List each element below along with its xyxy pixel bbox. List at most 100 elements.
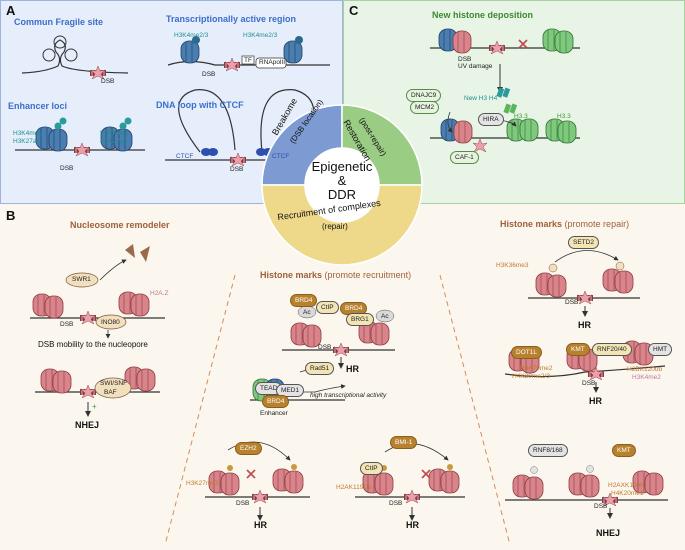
kmt-pill: KMT <box>566 343 590 356</box>
panel-c-label: C <box>349 3 359 18</box>
hr-label-setd2: HR <box>578 320 591 330</box>
ctcf-label-right: CTCF <box>272 153 290 160</box>
recruitment-bmi1-drawing <box>355 443 465 521</box>
remodeler-swisnf-drawing <box>35 366 160 417</box>
ctip-pill-bmi1: CtIP <box>360 462 383 475</box>
rnf8168-pill: RNF8/168 <box>528 444 568 457</box>
mcm2-pill: MCM2 <box>410 101 440 114</box>
mark-h3k4me23-left: H3K4me2/3 <box>174 32 209 39</box>
tf-label: TF <box>244 57 252 64</box>
h3k36me3-label: H3K36me3 <box>496 262 529 269</box>
center-title-line2: & <box>337 173 347 188</box>
remodeler-ino80-drawing <box>30 244 165 339</box>
dna-loop-title: DNA loop with CTCF <box>156 100 244 110</box>
dna-loop-drawing <box>165 89 340 167</box>
dsb-label-ezh2: DSB <box>236 500 250 507</box>
mark-h3k4me23-right: H3K4me2/3 <box>243 32 278 39</box>
hr-label-brd4: HR <box>346 364 359 374</box>
ac-label-right: Ac <box>381 313 389 320</box>
bmi1-pill: BMI-1 <box>390 436 418 449</box>
recruitment-ezh2-drawing <box>205 441 310 521</box>
dsb-label-brd4: DSB <box>318 344 332 351</box>
tead-pill: TEAD <box>255 382 283 395</box>
enhancer-loci-drawing <box>15 117 145 157</box>
h2az-label: H2A.Z <box>150 290 169 297</box>
med1-pill: MED1 <box>276 384 305 397</box>
recruit-title: Histone marks (promote recruitment) <box>260 270 411 280</box>
h3k79me2-label: H3K79me2 <box>520 365 553 372</box>
repair-title-main: Histone marks <box>500 219 563 229</box>
plus-sign-swisnf: + <box>92 402 97 411</box>
new-h3h4-label: New H3 H4 <box>464 95 498 102</box>
mark-h3k27ac-left: H3K27ac <box>13 138 40 145</box>
rnf2040-pill: RNF20/40 <box>592 343 632 356</box>
dsb-label-setd2: DSB <box>565 299 579 306</box>
setd2-pill: SETD2 <box>568 236 599 249</box>
hr-label-bmi1: HR <box>406 520 419 530</box>
center-ring <box>261 104 423 266</box>
hira-pill: HIRA <box>478 113 504 126</box>
mark-h3k4me1-right: H3K4me1 <box>100 130 129 137</box>
repair-title-sub: (promote repair) <box>564 219 630 229</box>
dsb-label-c: DSB <box>458 56 472 63</box>
panel-b-label: B <box>6 208 16 223</box>
dsb-label-loop: DSB <box>230 166 244 173</box>
h4k20me1-label: H4K20me1 <box>611 490 644 497</box>
recruit-title-sub: (promote recruitment) <box>324 270 412 280</box>
hmt-pill: HMT <box>648 343 673 356</box>
seg-recruitment-sub: (repair) <box>322 222 348 231</box>
ino80-label: INO80 <box>101 319 120 326</box>
ctip-pill: CtIP <box>316 301 339 314</box>
brd4-pill-enhancer: BRD4 <box>262 395 290 408</box>
center-title-line1: Epigenetic <box>311 159 373 174</box>
remodeler-title: Nucleosome remodeler <box>70 220 170 230</box>
rad51-pill: Rad51 <box>305 362 335 375</box>
mark-h3k4me1-left: H3K4me1 <box>13 130 42 137</box>
h4k20me23-label: H4K20me2/3 <box>512 373 550 380</box>
baf-label: BAF <box>104 389 117 396</box>
uv-damage-label: UV damage <box>458 63 493 70</box>
recruitment-brd4-drawing <box>282 305 395 369</box>
center-title-line3: DDR <box>327 187 357 202</box>
caf1-pill: CAF-1 <box>450 151 479 164</box>
hr-label-dot1l: HR <box>589 396 602 406</box>
h2bk120ub-label: H2BK120ub <box>627 366 663 373</box>
recruit-title-main: Histone marks <box>260 270 323 280</box>
brd4-pill-top: BRD4 <box>290 294 318 307</box>
ctcf-label-left: CTCF <box>176 153 194 160</box>
nhej-label-left: NHEJ <box>75 420 100 430</box>
dsb-label-ino80: DSB <box>60 321 74 328</box>
ezh2-pill: EZH2 <box>235 442 262 455</box>
dot1l-pill: DOT1L <box>511 346 542 359</box>
nhej-label-right: NHEJ <box>596 528 621 538</box>
repair-rnf8-drawing <box>505 465 668 519</box>
dsb-label-active: DSB <box>202 71 216 78</box>
center-title: Epigenetic & DDR <box>310 160 374 202</box>
h33-label-right: H3.3 <box>557 113 571 120</box>
rnapol-label: RNApolII <box>259 59 286 66</box>
enhancer-label: Enhancer <box>260 410 288 417</box>
dsb-mobility-text: DSB mobility to the nucleopore <box>38 340 148 349</box>
repair-title: Histone marks (promote repair) <box>500 219 629 229</box>
h2ak119ub-label: H2AK119Ub <box>336 484 372 491</box>
kmt-pill-b: KMT <box>612 444 636 457</box>
h2axk15ub-label: H2AXK15ub <box>608 482 644 489</box>
histone-deposition-title: New histone deposition <box>432 10 534 20</box>
ac-label-left: Ac <box>303 309 311 316</box>
h3k27me3-label: H3K27me3 <box>186 480 219 487</box>
fragile-site-title: Commun Fragile site <box>14 17 104 27</box>
active-region-drawing <box>167 36 330 72</box>
enhancer-loci-title: Enhancer loci <box>8 101 68 111</box>
high-tx-label: high transcriptional activity <box>310 392 387 399</box>
fragile-site-hairpin <box>21 35 129 80</box>
brg1-pill: BRG1 <box>346 313 374 326</box>
dsb-label-rnf8: DSB <box>594 503 608 510</box>
dsb-label-enhancer: DSB <box>60 165 74 172</box>
h33-label-top: H3.3 <box>514 113 528 120</box>
repair-dot1l-drawing <box>504 340 666 393</box>
mark-h3k27ac-right: H3K27ac <box>100 138 127 145</box>
dsb-label-fragile: DSB <box>101 78 115 85</box>
dsb-label-bmi1: DSB <box>389 500 403 507</box>
swisnf-label: SWI/SNF <box>100 380 128 387</box>
h3k4me2-label: H3K4me2 <box>632 374 661 381</box>
